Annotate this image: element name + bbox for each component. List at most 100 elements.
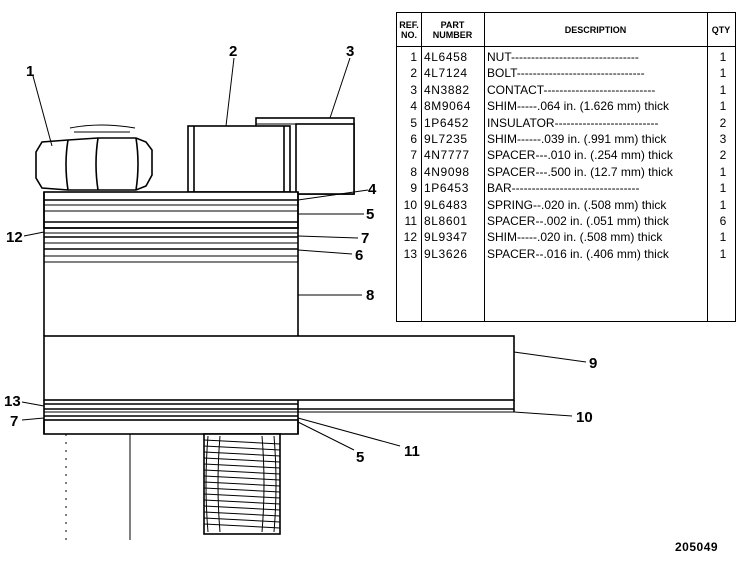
column-divider bbox=[484, 13, 485, 321]
column-divider bbox=[707, 13, 708, 321]
lower-stack bbox=[43, 400, 515, 435]
callout-5b: 5 bbox=[356, 449, 364, 466]
ref-no-cell: 8 bbox=[410, 164, 417, 179]
description-cell: SPACER---.500 in. (12.7 mm) thick bbox=[487, 164, 673, 179]
callout-9: 9 bbox=[589, 355, 597, 372]
description-cell: SPACER---.010 in. (.254 mm) thick bbox=[487, 148, 673, 163]
ref-no-cell: 7 bbox=[410, 148, 417, 163]
ref-no-cell: 11 bbox=[404, 214, 417, 228]
description-cell: SPACER--.016 in. (.406 mm) thick bbox=[487, 246, 669, 261]
ref-no-cell: 12 bbox=[403, 230, 417, 245]
table-row: 8 4N9098 SPACER---.500 in. (12.7 mm) thick… bbox=[397, 164, 735, 180]
header-description: DESCRIPTION bbox=[564, 24, 627, 35]
qty-cell: 2 bbox=[719, 148, 727, 163]
description-cell: SHIM------.039 in. (.991 mm) thick bbox=[487, 132, 667, 146]
callout-7a: 7 bbox=[361, 230, 369, 247]
part-number-cell: 9L6483 bbox=[424, 197, 468, 212]
spacer-block bbox=[43, 192, 299, 336]
table-row: 5 1P6452 INSULATOR------------------------… bbox=[397, 115, 735, 131]
part-number-cell: 1P6453 bbox=[424, 181, 469, 196]
nut bbox=[35, 124, 153, 191]
table-row: 13 9L3626 SPACER--.016 in. (.406 mm) thick… bbox=[397, 246, 735, 262]
table-row: 1 4L6458 NUT------------------------------… bbox=[397, 49, 735, 65]
qty-cell: 1 bbox=[719, 66, 727, 81]
part-number-cell: 8L8601 bbox=[424, 214, 468, 228]
part-number-cell: 4L7124 bbox=[424, 66, 468, 81]
callout-8: 8 bbox=[366, 287, 374, 304]
callout-5a: 5 bbox=[366, 206, 374, 223]
table-row: 11 8L8601 SPACER--.002 in. (.051 mm) thick… bbox=[397, 213, 735, 229]
description-cell: SPRING--.020 in. (.508 mm) thick bbox=[487, 197, 667, 212]
bolt-shank bbox=[203, 433, 281, 535]
qty-cell: 1 bbox=[719, 82, 727, 97]
header-ref-no: REF.NO. bbox=[399, 19, 419, 40]
callout-7b: 7 bbox=[10, 413, 18, 430]
part-number-cell: 9L9347 bbox=[424, 230, 468, 245]
qty-cell: 3 bbox=[719, 132, 727, 146]
callout-12: 12 bbox=[6, 229, 23, 246]
description-cell: BAR-------------------------------- bbox=[487, 181, 640, 196]
table-row: 6 9L7235 SHIM------.039 in. (.991 mm) thic… bbox=[397, 131, 735, 147]
part-number-cell: 9L7235 bbox=[424, 132, 468, 146]
description-cell: INSULATOR-------------------------- bbox=[487, 115, 659, 130]
column-divider bbox=[421, 13, 422, 321]
description-cell: BOLT-------------------------------- bbox=[487, 66, 645, 81]
ref-no-cell: 1 bbox=[410, 50, 417, 64]
callout-1: 1 bbox=[26, 63, 34, 80]
qty-cell: 1 bbox=[719, 181, 727, 196]
leader-lines bbox=[21, 57, 587, 451]
table-row: 4 8M9064 SHIM-----.064 in. (1.626 mm) thic… bbox=[397, 98, 735, 114]
part-number-cell: 8M9064 bbox=[424, 99, 471, 114]
qty-cell: 1 bbox=[719, 197, 727, 212]
description-cell: SHIM-----.020 in. (.508 mm) thick bbox=[487, 230, 663, 245]
callout-11: 11 bbox=[404, 443, 420, 460]
description-cell: SPACER--.002 in. (.051 mm) thick bbox=[487, 214, 669, 228]
callout-4: 4 bbox=[368, 181, 377, 198]
description-cell: NUT-------------------------------- bbox=[487, 50, 639, 64]
description-cell: CONTACT---------------------------- bbox=[487, 82, 656, 97]
ref-no-cell: 9 bbox=[410, 181, 417, 196]
bar bbox=[43, 335, 515, 401]
table-row: 7 4N7777 SPACER---.010 in. (.254 mm) thick… bbox=[397, 147, 735, 163]
callout-2: 2 bbox=[229, 43, 237, 60]
part-number-cell: 9L3626 bbox=[424, 246, 468, 261]
qty-cell: 6 bbox=[719, 214, 727, 228]
table-header bbox=[397, 13, 735, 47]
callout-6: 6 bbox=[355, 247, 363, 264]
table-row: 10 9L6483 SPRING--.020 in. (.508 mm) thick… bbox=[397, 197, 735, 213]
header-qty: QTY bbox=[711, 24, 731, 35]
part-number-cell: 4N9098 bbox=[424, 164, 470, 179]
qty-cell: 1 bbox=[719, 99, 727, 114]
part-number-cell: 4N7777 bbox=[424, 148, 470, 163]
callout-10: 10 bbox=[576, 409, 593, 426]
ref-no-cell: 10 bbox=[403, 197, 417, 212]
ref-no-cell: 3 bbox=[410, 82, 417, 97]
ref-no-cell: 4 bbox=[410, 99, 417, 114]
table-row: 9 1P6453 BAR------------------------------… bbox=[397, 180, 735, 196]
callout-13: 13 bbox=[4, 393, 21, 410]
qty-cell: 1 bbox=[719, 230, 727, 245]
part-number-cell: 4N3882 bbox=[424, 82, 470, 97]
hidden-edges bbox=[65, 434, 131, 540]
part-number-cell: 1P6452 bbox=[424, 115, 469, 130]
qty-cell: 1 bbox=[719, 164, 727, 179]
qty-cell: 1 bbox=[719, 50, 727, 64]
callout-3: 3 bbox=[346, 43, 354, 60]
table-row: 2 4L7124 BOLT-----------------------------… bbox=[397, 65, 735, 81]
figure-number: 205049 bbox=[675, 540, 719, 554]
bolt-head bbox=[187, 125, 291, 193]
qty-cell: 2 bbox=[719, 115, 727, 130]
ref-no-cell: 2 bbox=[410, 66, 417, 81]
table-row: 3 4N3882 CONTACT--------------------------… bbox=[397, 82, 735, 98]
upper-shim-stack bbox=[43, 191, 299, 263]
ref-no-cell: 6 bbox=[410, 132, 417, 146]
ref-no-cell: 13 bbox=[403, 246, 417, 261]
table-row: 12 9L9347 SHIM-----.020 in. (.508 mm) thic… bbox=[397, 229, 735, 245]
description-cell: SHIM-----.064 in. (1.626 mm) thick bbox=[487, 99, 670, 114]
ref-no-cell: 5 bbox=[410, 115, 417, 130]
qty-cell: 1 bbox=[719, 246, 727, 261]
part-number-cell: 4L6458 bbox=[424, 50, 468, 64]
